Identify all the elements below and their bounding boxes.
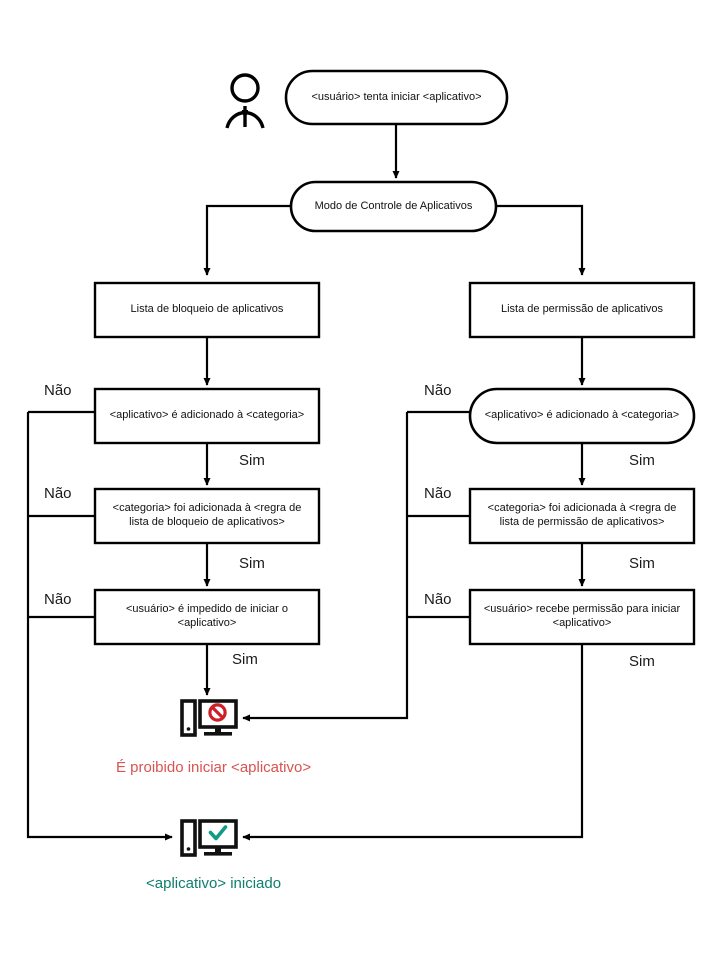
edge-label-allow-no-3: Não [424, 591, 452, 608]
edge-label-deny-no-1: Não [44, 382, 72, 399]
monitor-check-icon [180, 819, 238, 857]
edge-allow-no-merge-to-blocked [242, 412, 409, 722]
node-allowlist-shape [468, 281, 696, 339]
edge-label-deny-no-2: Não [44, 485, 72, 502]
outcome-blocked-label: É proibido iniciar <aplicativo> [116, 759, 312, 776]
edge-allow-user-yes-to-started [242, 644, 584, 841]
edge-label-allow-no-1: Não [424, 382, 452, 399]
edge-mode-to-allowlist [496, 204, 586, 276]
edge-label-deny-no-3: Não [44, 591, 72, 608]
actor-tie [241, 110, 249, 121]
edge-mode-to-denylist [203, 204, 291, 276]
monitor-blocked-icon [180, 699, 238, 737]
edge-label-allow-yes-3: Sim [629, 653, 655, 670]
node-deny-rule-shape [93, 487, 321, 545]
node-allow-rule-shape [468, 487, 696, 545]
node-allow-category-shape [468, 387, 696, 445]
edge-label-allow-no-2: Não [424, 485, 452, 502]
edge-label-deny-yes-3: Sim [232, 651, 258, 668]
node-start-shape [284, 69, 509, 126]
node-allow-user-shape [468, 588, 696, 646]
edge-label-allow-yes-2: Sim [629, 555, 655, 572]
node-deny-user-shape [93, 588, 321, 646]
edge-deny-no-merge-to-started [26, 412, 173, 841]
edge-label-deny-yes-2: Sim [239, 555, 265, 572]
node-deny-category-shape [93, 387, 321, 445]
outcome-started-label: <aplicativo> iniciado [146, 875, 282, 892]
edge-label-allow-yes-1: Sim [629, 452, 655, 469]
edge-label-deny-yes-1: Sim [239, 452, 265, 469]
node-denylist-shape [93, 281, 321, 339]
node-mode-shape [289, 180, 498, 233]
